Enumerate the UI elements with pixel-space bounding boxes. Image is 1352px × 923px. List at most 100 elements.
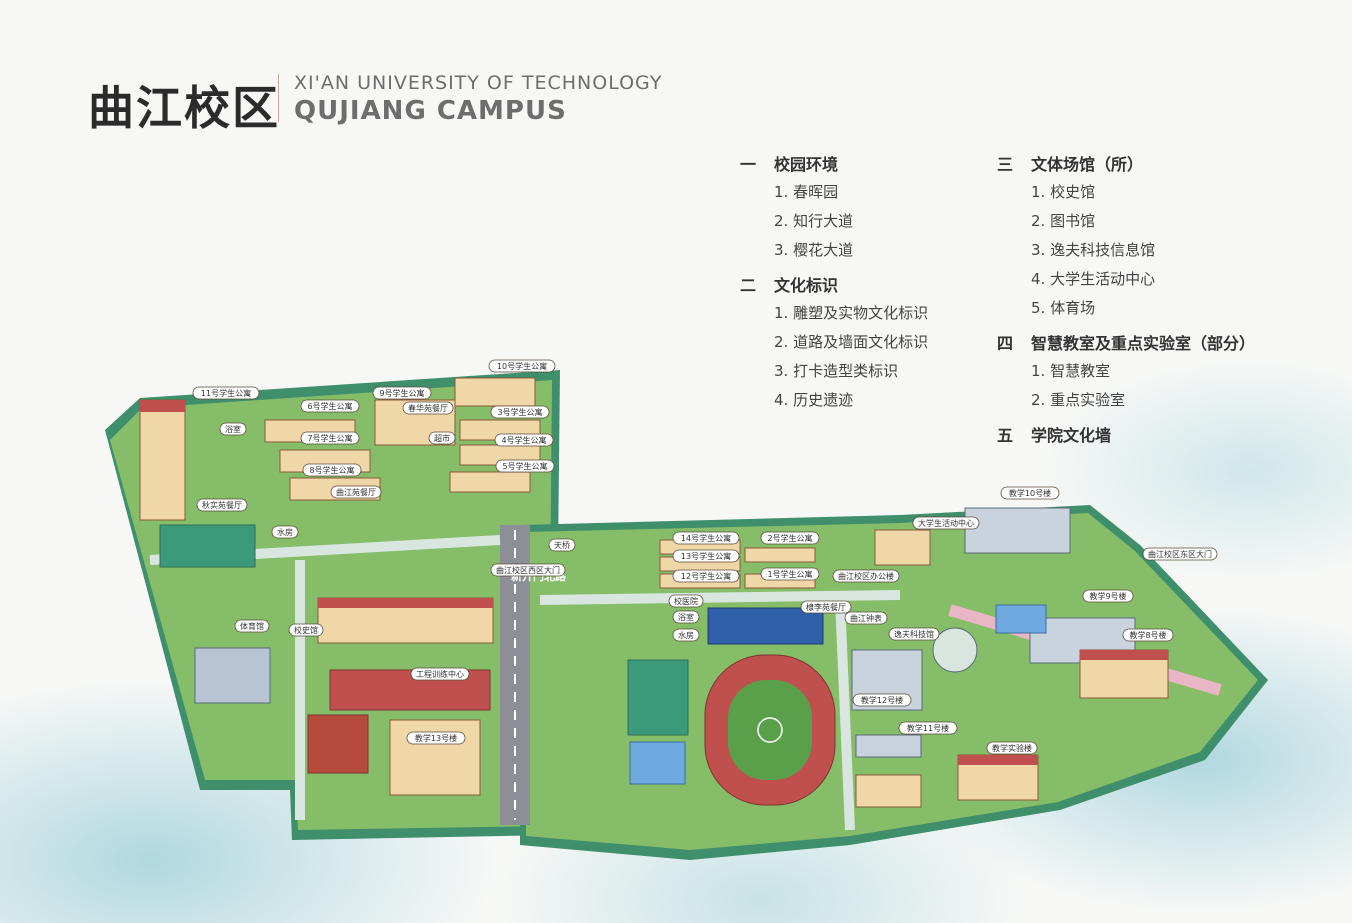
label-bath2[interactable]: 浴室 bbox=[672, 610, 700, 624]
label-teach10[interactable]: 教学10号楼 bbox=[1000, 486, 1060, 500]
label-east-gate[interactable]: 曲江校区东区大门 bbox=[1142, 547, 1218, 561]
label-teach12[interactable]: 教学12号楼 bbox=[852, 693, 912, 707]
legend-item[interactable]: 4. 历史遗迹 bbox=[774, 391, 854, 409]
label-bubble bbox=[668, 594, 704, 608]
legend-item[interactable]: 3. 打卡造型类标识 bbox=[774, 362, 899, 380]
label-water1[interactable]: 水房 bbox=[271, 525, 299, 539]
path bbox=[835, 599, 855, 831]
legend-item[interactable]: 4. 大学生活动中心 bbox=[1031, 270, 1156, 288]
label-overpass[interactable]: 天桥 bbox=[548, 538, 576, 552]
label-dorm12[interactable]: 12号学生公寓 bbox=[672, 569, 740, 583]
label-text: 教学12号楼 bbox=[861, 695, 903, 705]
label-supermarket[interactable]: 超市 bbox=[428, 431, 456, 445]
teaching-12-11-buildings[interactable] bbox=[855, 734, 922, 808]
label-dorm13[interactable]: 13号学生公寓 bbox=[672, 549, 740, 563]
label-dorm5[interactable]: 5号学生公寓 bbox=[495, 459, 555, 473]
label-yifu[interactable]: 逸夫科技馆 bbox=[888, 627, 940, 641]
label-bath1[interactable]: 浴室 bbox=[219, 422, 247, 436]
label-dorm2[interactable]: 2号学生公寓 bbox=[760, 531, 820, 545]
label-bubble bbox=[986, 741, 1038, 755]
label-student-center[interactable]: 大学生活动中心 bbox=[912, 516, 980, 530]
label-clinic[interactable]: 校医院 bbox=[668, 594, 704, 608]
label-bubble bbox=[302, 463, 362, 477]
tennis-courts bbox=[707, 607, 824, 645]
label-dorm8[interactable]: 8号学生公寓 bbox=[302, 463, 362, 477]
label-water2[interactable]: 水房 bbox=[672, 628, 700, 642]
label-bubble bbox=[800, 600, 852, 614]
label-teach11[interactable]: 教学11号楼 bbox=[898, 721, 958, 735]
label-text: 棣李苑餐厅 bbox=[806, 602, 846, 612]
teaching-10-building[interactable] bbox=[964, 507, 1071, 554]
legend-item[interactable]: 2. 道路及墙面文化标识 bbox=[774, 333, 929, 351]
label-dorm1[interactable]: 1号学生公寓 bbox=[760, 567, 820, 581]
basketball-courts bbox=[159, 524, 256, 568]
label-bubble bbox=[288, 623, 324, 637]
label-canteen-li[interactable]: 棣李苑餐厅 bbox=[800, 600, 852, 614]
gym-building[interactable] bbox=[194, 647, 271, 704]
label-bubble bbox=[1082, 589, 1134, 603]
label-text: 6号学生公寓 bbox=[307, 401, 352, 411]
label-text: 天桥 bbox=[554, 540, 570, 550]
label-dorm3[interactable]: 3号学生公寓 bbox=[490, 405, 550, 419]
label-text: 体育馆 bbox=[240, 621, 264, 631]
label-dorm9[interactable]: 9号学生公寓 bbox=[372, 386, 432, 400]
label-dorm14[interactable]: 14号学生公寓 bbox=[672, 531, 740, 545]
dorm-11-building[interactable] bbox=[139, 399, 186, 521]
label-dorm11[interactable]: 11号学生公寓 bbox=[192, 386, 260, 400]
swimming-pool bbox=[629, 741, 686, 785]
legend-item[interactable]: 5. 体育场 bbox=[1031, 299, 1096, 317]
legend-section-number: 一 bbox=[740, 155, 757, 174]
legend-section-number: 三 bbox=[997, 155, 1014, 174]
label-west-gate[interactable]: 曲江校区西区大门 bbox=[490, 563, 566, 577]
label-dorm10[interactable]: 10号学生公寓 bbox=[488, 359, 556, 373]
pond bbox=[995, 604, 1047, 634]
legend-item[interactable]: 2. 重点实验室 bbox=[1031, 391, 1126, 409]
label-text: 教学13号楼 bbox=[415, 733, 457, 743]
label-clock[interactable]: 曲江钟表 bbox=[844, 611, 888, 625]
legend-item[interactable]: 2. 知行大道 bbox=[774, 212, 854, 230]
label-lab[interactable]: 教学实验楼 bbox=[986, 741, 1038, 755]
label-teach9[interactable]: 教学9号楼 bbox=[1082, 589, 1134, 603]
label-chunhua[interactable]: 春华苑餐厅 bbox=[402, 401, 454, 415]
legend-item[interactable]: 1. 校史馆 bbox=[1031, 183, 1096, 201]
label-bubble bbox=[494, 433, 554, 447]
legend-item[interactable]: 3. 逸夫科技信息馆 bbox=[1031, 241, 1156, 259]
label-teach8[interactable]: 教学8号楼 bbox=[1122, 628, 1174, 642]
label-bubble bbox=[760, 567, 820, 581]
legend-item[interactable]: 1. 雕塑及实物文化标识 bbox=[774, 304, 929, 322]
label-training[interactable]: 工程训练中心 bbox=[410, 667, 470, 681]
legend-section-3: 三文体场馆（所） bbox=[997, 152, 1297, 178]
label-text: 曲江校区东区大门 bbox=[1148, 549, 1212, 559]
teaching-13-building[interactable] bbox=[307, 714, 481, 796]
teaching-lab-building[interactable] bbox=[957, 754, 1039, 801]
label-office[interactable]: 曲江校区办公楼 bbox=[832, 569, 900, 583]
legend-item[interactable]: 2. 图书馆 bbox=[1031, 212, 1096, 230]
dorm-3-5-buildings[interactable] bbox=[449, 419, 541, 493]
label-qiushi[interactable]: 秋实苑餐厅 bbox=[196, 498, 248, 512]
label-text: 水房 bbox=[678, 630, 694, 640]
legend-item[interactable]: 3. 樱花大道 bbox=[774, 241, 854, 259]
label-qujiang-canteen[interactable]: 曲江苑餐厅 bbox=[330, 485, 382, 499]
label-gym[interactable]: 体育馆 bbox=[234, 619, 270, 633]
label-dorm7[interactable]: 7号学生公寓 bbox=[300, 431, 360, 445]
history-museum-building[interactable] bbox=[317, 597, 494, 644]
label-dorm4[interactable]: 4号学生公寓 bbox=[494, 433, 554, 447]
teaching-8-building[interactable] bbox=[1079, 649, 1169, 699]
label-bubble bbox=[672, 628, 700, 642]
label-bubble bbox=[488, 359, 556, 373]
label-history[interactable]: 校史馆 bbox=[288, 623, 324, 637]
legend-item[interactable]: 1. 智慧教室 bbox=[1031, 362, 1111, 380]
label-bubble bbox=[832, 569, 900, 583]
title-divider bbox=[278, 74, 279, 122]
legend-item[interactable]: 1. 春晖园 bbox=[774, 183, 839, 201]
label-bubble bbox=[402, 401, 454, 415]
student-activity-center[interactable] bbox=[874, 529, 931, 566]
stadium[interactable] bbox=[704, 654, 836, 806]
legend-section-title: 学院文化墙 bbox=[1031, 426, 1112, 445]
label-teach13[interactable]: 教学13号楼 bbox=[406, 731, 466, 745]
campus-title: 曲江校区 bbox=[88, 81, 280, 135]
label-dorm6[interactable]: 6号学生公寓 bbox=[300, 399, 360, 413]
label-bubble bbox=[548, 538, 576, 552]
dorm-9-10-buildings[interactable] bbox=[374, 377, 536, 446]
